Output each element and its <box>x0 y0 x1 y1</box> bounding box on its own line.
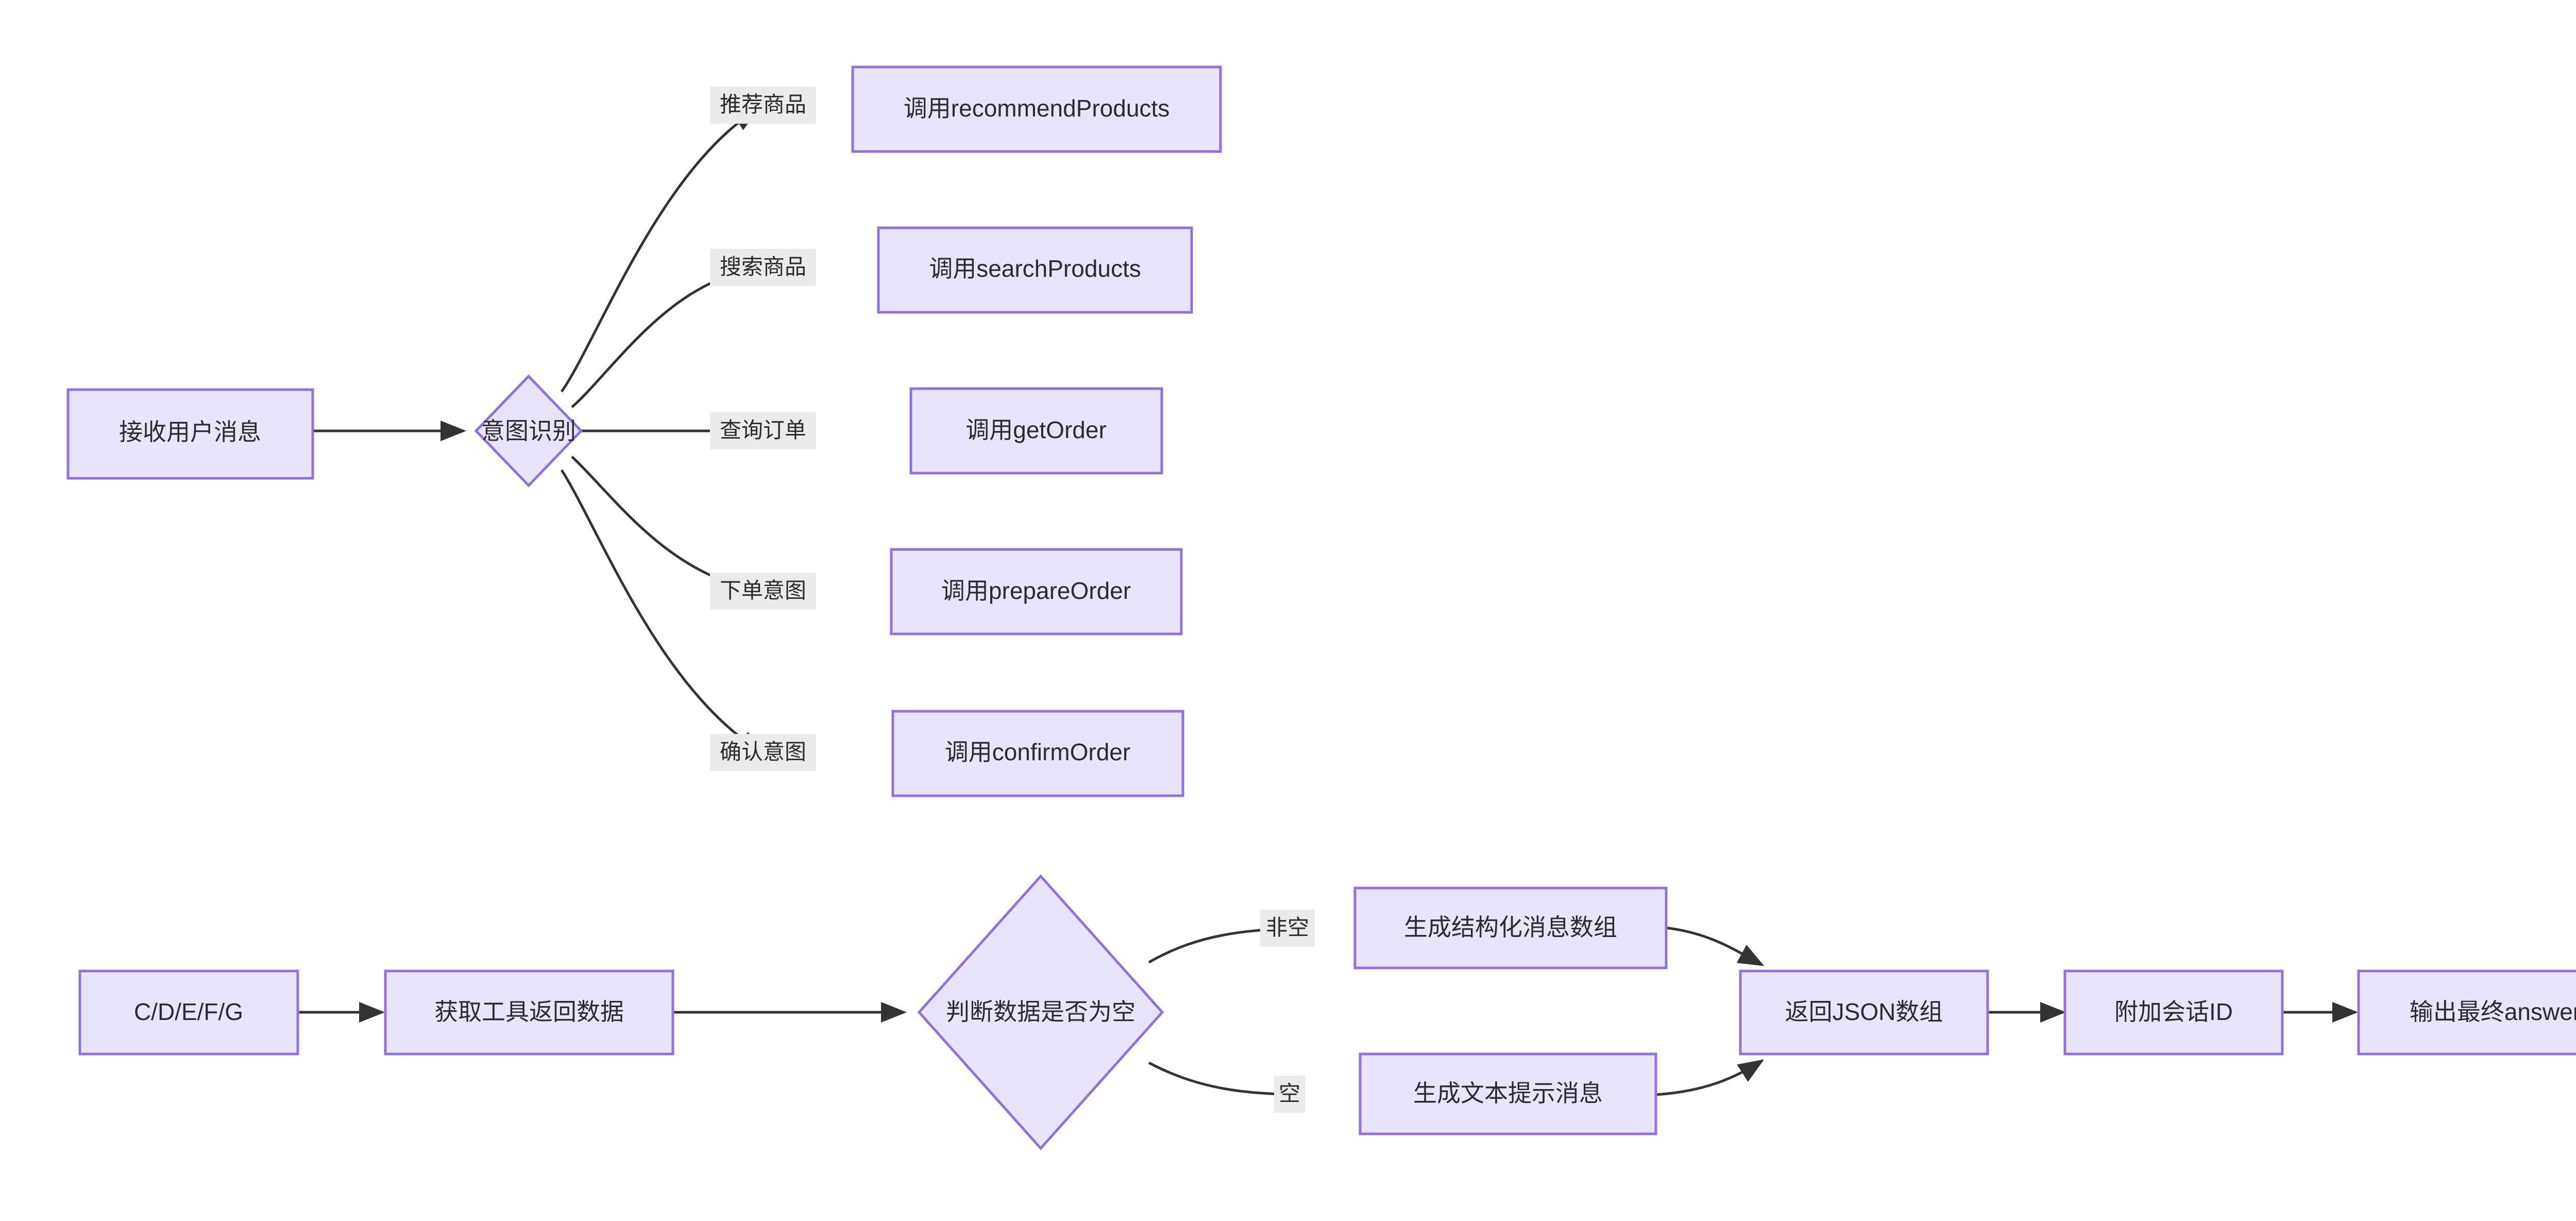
edge-label-search-text: 搜索商品 <box>720 255 806 279</box>
node-fetch-tool-data-label: 获取工具返回数据 <box>434 998 624 1025</box>
node-call-get-order-label: 调用getOrder <box>965 416 1107 443</box>
edge-label-place-order-intent: 下单意图 <box>710 573 816 610</box>
node-build-structured-messages[interactable]: 生成结构化消息数组 <box>1353 887 1668 969</box>
node-fetch-tool-data[interactable]: 获取工具返回数据 <box>384 969 674 1056</box>
edge-text-to-json <box>1654 1059 1765 1096</box>
node-call-confirm-order[interactable]: 调用confirmOrder <box>891 710 1184 797</box>
edge-intent-to-prepareorder <box>571 456 770 599</box>
node-call-prepare-order-label: 调用prepareOrder <box>941 577 1131 604</box>
node-intent-recognition[interactable]: 意图识别 <box>474 374 583 488</box>
node-call-get-order[interactable]: 调用getOrder <box>909 387 1163 475</box>
node-check-data-empty-label: 判断数据是否为空 <box>946 998 1136 1025</box>
edges-top <box>313 108 781 754</box>
node-output-final-answer[interactable]: 输出最终answer <box>2357 969 2576 1056</box>
edge-label-recommend-text: 推荐商品 <box>720 92 806 116</box>
node-receive-user-message-label: 接收用户消息 <box>119 419 261 445</box>
edge-label-confirm-intent: 确认意图 <box>710 734 816 771</box>
edge-label-empty-text: 空 <box>1279 1081 1300 1106</box>
node-call-recommend-products[interactable]: 调用recommendProducts <box>851 65 1222 153</box>
edge-intent-to-confirmorder <box>560 469 765 754</box>
edge-label-not-empty-text: 非空 <box>1266 915 1309 940</box>
node-receive-user-message[interactable]: 接收用户消息 <box>66 388 314 480</box>
edge-intent-to-search <box>571 260 765 408</box>
edge-label-not-empty: 非空 <box>1260 910 1315 947</box>
node-append-session-id[interactable]: 附加会话ID <box>2063 969 2284 1056</box>
node-return-json-array[interactable]: 返回JSON数组 <box>1739 969 1989 1056</box>
node-build-structured-messages-label: 生成结构化消息数组 <box>1404 914 1617 941</box>
node-intent-recognition-label: 意图识别 <box>481 417 576 444</box>
node-output-final-answer-label: 输出最终answer <box>2410 998 2576 1025</box>
edge-label-empty: 空 <box>1274 1076 1305 1113</box>
node-cdefg-label: C/D/E/F/G <box>134 998 243 1025</box>
edge-intent-to-recommend <box>560 108 760 393</box>
edge-label-place-order-intent-text: 下单意图 <box>720 578 806 603</box>
node-build-text-message-label: 生成文本提示消息 <box>1413 1080 1603 1107</box>
edge-labels-top: 推荐商品 搜索商品 查询订单 下单意图 确认意图 <box>710 87 816 771</box>
edge-structured-to-json <box>1665 926 1765 966</box>
edge-label-search: 搜索商品 <box>710 249 816 286</box>
edge-label-recommend: 推荐商品 <box>710 87 816 124</box>
node-call-search-products-label: 调用searchProducts <box>929 255 1141 282</box>
edge-label-confirm-intent-text: 确认意图 <box>720 740 806 764</box>
node-build-text-message[interactable]: 生成文本提示消息 <box>1359 1052 1657 1135</box>
edge-label-query-order: 查询订单 <box>710 412 816 449</box>
node-call-confirm-order-label: 调用confirmOrder <box>945 739 1130 765</box>
edge-labels-bottom: 非空 空 <box>1260 910 1315 1113</box>
node-return-json-array-label: 返回JSON数组 <box>1785 998 1943 1025</box>
node-cdefg[interactable]: C/D/E/F/G <box>78 969 299 1056</box>
node-call-prepare-order[interactable]: 调用prepareOrder <box>890 548 1183 635</box>
node-append-session-id-label: 附加会话ID <box>2114 998 2233 1025</box>
node-call-search-products[interactable]: 调用searchProducts <box>877 226 1193 314</box>
node-call-recommend-products-label: 调用recommendProducts <box>904 95 1170 122</box>
edge-label-query-order-text: 查询订单 <box>720 418 806 442</box>
node-check-data-empty[interactable]: 判断数据是否为空 <box>917 874 1164 1150</box>
